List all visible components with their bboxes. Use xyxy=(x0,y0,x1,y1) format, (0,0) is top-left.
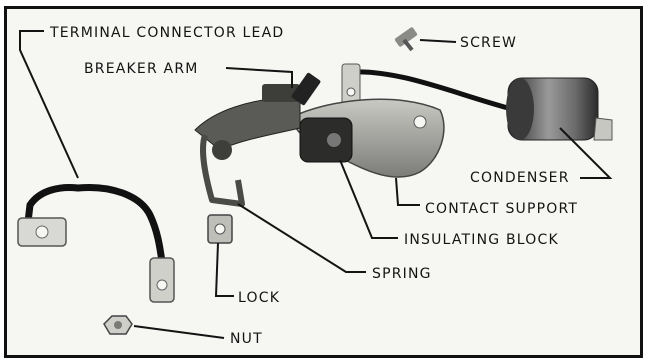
label-nut: NUT xyxy=(230,331,263,347)
label-condenser: CONDENSER xyxy=(470,170,570,186)
spring-part xyxy=(203,135,242,204)
label-spring: SPRING xyxy=(372,266,432,282)
label-terminal-connector-lead: TERMINAL CONNECTOR LEAD xyxy=(49,25,284,41)
label-insulating-block: INSULATING BLOCK xyxy=(404,232,559,248)
label-breaker-arm: BREAKER ARM xyxy=(84,61,199,77)
insulating-block-shape xyxy=(300,118,352,162)
screw-part xyxy=(394,27,418,50)
label-contact-support: CONTACT SUPPORT xyxy=(425,201,578,217)
lock-part xyxy=(208,215,232,243)
label-lock: LOCK xyxy=(238,290,280,306)
terminal-connector-lead-part xyxy=(18,187,174,302)
nut-part xyxy=(104,316,132,334)
label-screw: SCREW xyxy=(460,35,517,51)
